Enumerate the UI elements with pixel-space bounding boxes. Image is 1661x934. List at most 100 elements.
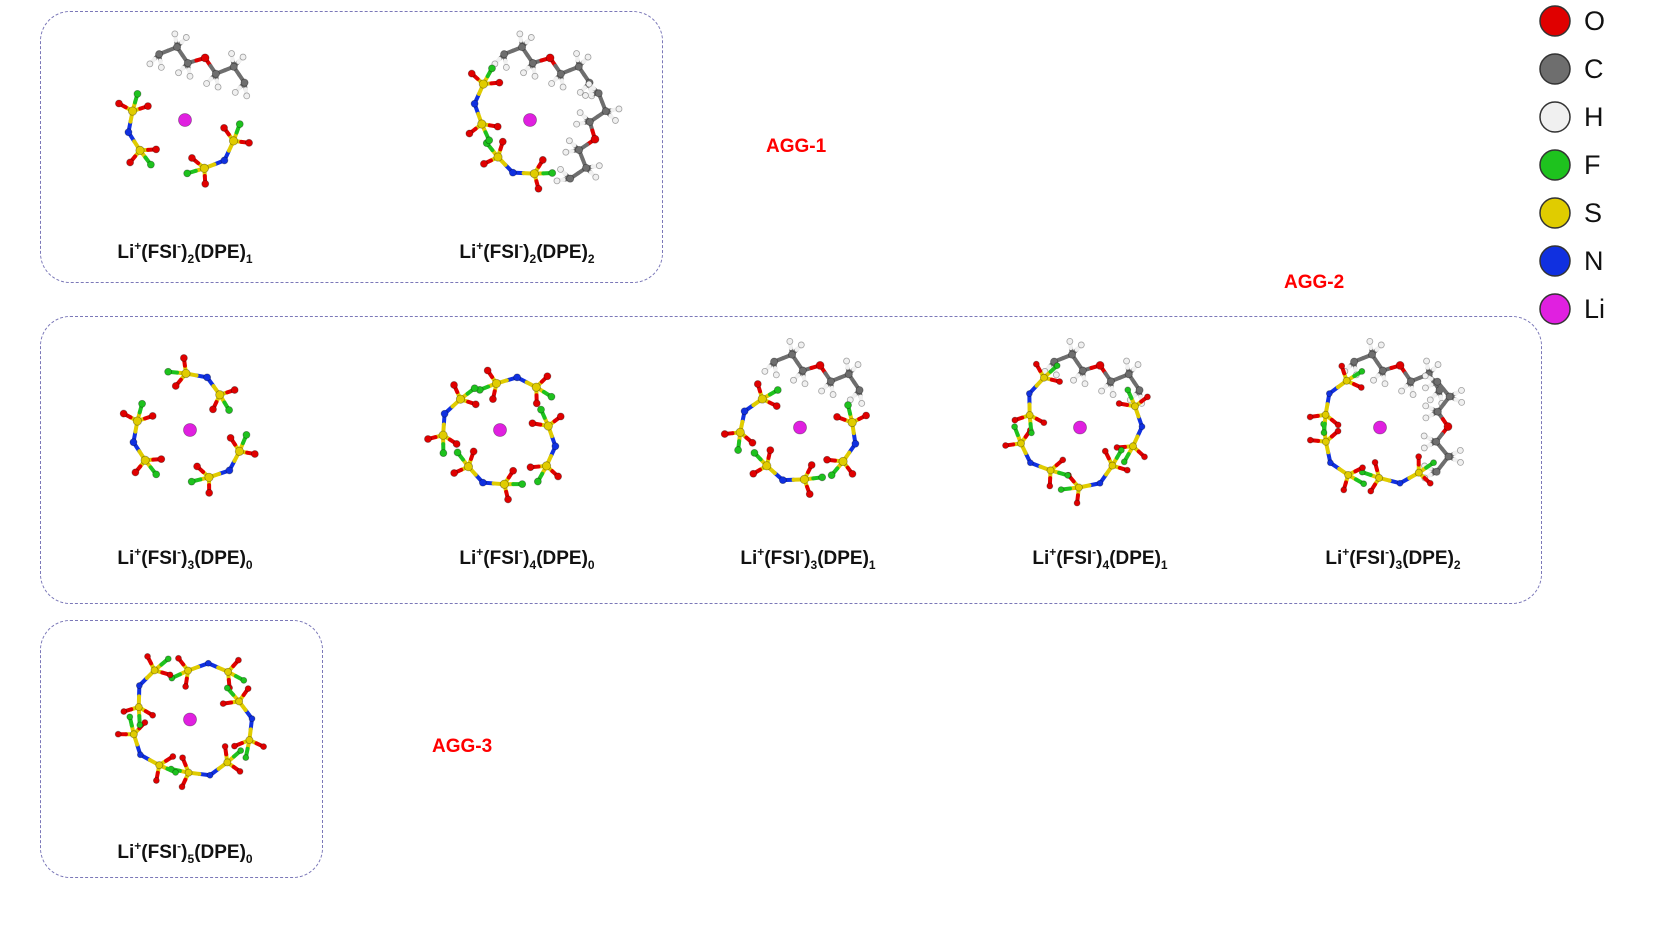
atom <box>1081 380 1089 388</box>
atom <box>1056 378 1063 385</box>
fluorine-sphere-icon <box>1539 149 1571 181</box>
atom <box>135 682 143 689</box>
atom <box>221 743 229 750</box>
atom <box>1117 446 1125 454</box>
atom <box>1073 499 1081 507</box>
atom <box>1124 370 1133 379</box>
atom <box>1398 387 1406 395</box>
atom <box>231 88 239 96</box>
atom <box>615 105 623 113</box>
atom <box>1378 366 1387 375</box>
atom <box>1321 437 1330 446</box>
atom <box>1078 366 1087 375</box>
atom <box>211 69 220 78</box>
atom <box>182 34 190 41</box>
agg-1-label: AGG-1 <box>766 136 827 157</box>
atom <box>559 83 567 91</box>
atom <box>748 438 757 447</box>
atom <box>245 138 253 147</box>
atom <box>450 469 459 477</box>
atom <box>1357 384 1365 391</box>
atom <box>562 148 570 156</box>
atom <box>245 736 254 745</box>
atom <box>1135 386 1144 395</box>
atom <box>483 366 492 375</box>
atom <box>1344 470 1353 479</box>
atom <box>214 83 222 91</box>
atom <box>1040 419 1048 427</box>
atom <box>833 412 841 421</box>
atom <box>157 63 165 71</box>
atom <box>554 472 562 481</box>
atom <box>750 448 759 457</box>
nitrogen-sphere-icon <box>1539 245 1571 277</box>
atom <box>493 152 503 162</box>
atom <box>1113 444 1121 451</box>
atom <box>219 700 227 707</box>
atom <box>533 477 542 486</box>
atom <box>119 409 128 418</box>
atom <box>772 402 781 410</box>
atom <box>226 433 235 442</box>
atom <box>1039 373 1048 382</box>
atom <box>463 462 474 472</box>
atom <box>509 466 518 475</box>
atom <box>206 771 214 779</box>
atom <box>1423 357 1430 365</box>
atom <box>148 412 157 420</box>
atom <box>1409 391 1417 398</box>
atom <box>1032 360 1040 368</box>
atom <box>493 423 507 437</box>
atom <box>136 751 144 759</box>
atom <box>470 384 479 393</box>
cluster-structure-c5 <box>720 337 871 498</box>
atom <box>1321 410 1330 419</box>
cluster-structure-c4 <box>424 366 565 504</box>
atom <box>573 50 580 57</box>
atom <box>590 134 600 144</box>
atom <box>545 53 555 63</box>
atom <box>1422 402 1430 410</box>
atom <box>844 401 852 409</box>
atom <box>818 387 826 395</box>
atom <box>823 455 831 464</box>
atom <box>1456 447 1464 454</box>
atom <box>1458 386 1465 394</box>
atom <box>166 671 174 679</box>
atom <box>204 659 212 667</box>
atom <box>201 179 210 188</box>
atom <box>164 367 173 376</box>
atom <box>790 376 797 384</box>
atom <box>184 666 193 675</box>
atom <box>1123 466 1131 474</box>
atom <box>485 136 494 145</box>
atom <box>132 416 142 426</box>
legend-item-o: O <box>1538 2 1658 50</box>
atom <box>1415 453 1423 460</box>
atom <box>204 472 214 482</box>
atom <box>801 380 809 388</box>
atom <box>531 72 539 80</box>
atom <box>1120 458 1128 466</box>
atom <box>1444 452 1453 461</box>
atom <box>551 442 560 451</box>
atom <box>1059 456 1067 464</box>
atom <box>498 137 507 146</box>
atom <box>1334 421 1342 429</box>
atom <box>504 495 512 504</box>
atom <box>178 783 186 791</box>
atom <box>469 447 478 456</box>
atom <box>1028 429 1035 437</box>
atom <box>478 79 488 89</box>
atom <box>1434 361 1442 368</box>
atom <box>1057 486 1065 493</box>
atom <box>844 370 853 379</box>
atom <box>862 411 871 420</box>
atom <box>493 122 502 131</box>
atom <box>1070 376 1077 384</box>
atom <box>1096 479 1104 487</box>
atom <box>548 80 556 87</box>
atom <box>1141 453 1148 461</box>
atom <box>548 169 557 177</box>
atom <box>1430 459 1437 467</box>
